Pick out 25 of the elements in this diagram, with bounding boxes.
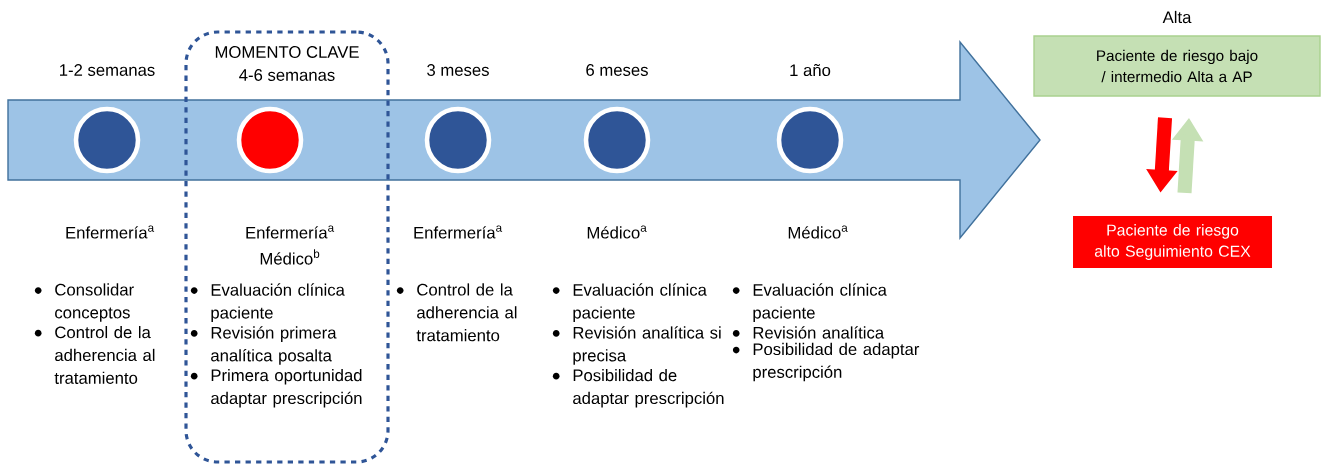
timeline-circle: [236, 106, 304, 174]
role-label: Enfermería$^{a}$: [414, 225, 503, 239]
bullet-item: Evaluación clínica paciente: [552, 283, 707, 322]
heading: Alta: [1162, 10, 1192, 24]
bullet-item: Posibilidad de adaptar prescripción: [732, 342, 920, 382]
heading: 4-6 semanas: [239, 69, 335, 81]
period-label: 3 meses: [427, 64, 489, 76]
status-box: Paciente de riesgo alto Seguimiento CEX: [1073, 216, 1272, 268]
period-label: 1 año: [790, 63, 831, 77]
bullet-item: Revisión primera analítica posalta: [190, 326, 337, 365]
bullet-item: Evaluación clínica paciente: [732, 283, 887, 322]
bullet-item: Evaluación clínica paciente: [190, 283, 345, 322]
period-label: 6 meses: [586, 64, 648, 76]
bullet-item: Revisión analítica: [732, 326, 885, 339]
bullet-item: Consolidar conceptos: [34, 283, 134, 322]
heading: MOMENTO CLAVE: [215, 46, 359, 58]
role-label: Enfermería$^{a}$: [66, 225, 155, 239]
bullet-item: Revisión analítica si precisa: [552, 326, 721, 365]
bullet-item: Control de la adherencia al tratamiento: [34, 326, 155, 384]
status-box: Paciente de riesgo bajo / intermedio Alta a AP: [1033, 35, 1321, 97]
bullet-item: Control de la adherencia al tratamiento: [396, 283, 517, 342]
role-label: Médico$^{b}$: [260, 249, 320, 265]
bullet-item: Primera oportunidad adaptar prescripción: [190, 369, 362, 408]
bullet-item: Posibilidad de adaptar prescripción: [552, 369, 724, 408]
period-label: 1-2 semanas: [60, 64, 155, 76]
